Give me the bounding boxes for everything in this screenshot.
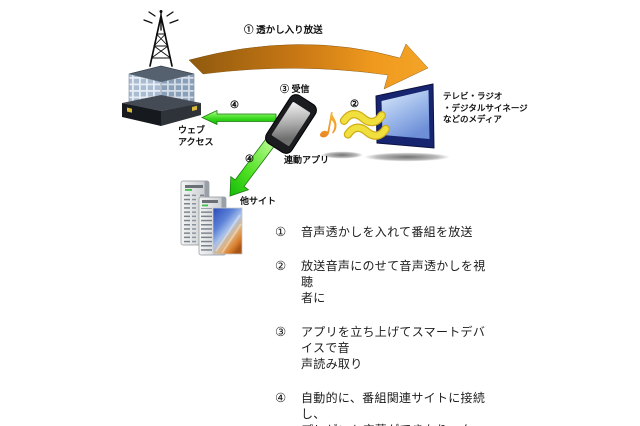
sound-waves-icon [339, 109, 390, 140]
step-number: ② [275, 259, 287, 273]
label-linked-app: 連動アプリ [284, 155, 330, 165]
antenna-icon [143, 10, 179, 67]
step-text: 自動的に、番組関連サイトに接続し、 プレゼント応募ができたり、クーポンを取 得し… [301, 391, 486, 426]
green-arrow-web-access [201, 109, 277, 126]
label-step4-marker-app: ④ [245, 154, 254, 165]
list-item: ③ アプリを立ち上げてスマートデバイスで音 声読み取り [275, 324, 487, 372]
smartphone-icon [265, 94, 317, 154]
label-watermarked-broadcast: ① 透かし入り放送 [244, 25, 323, 36]
step-text: 放送音声にのせて音声透かしを視聴 者に [301, 259, 486, 305]
label-media-types: テレビ・ラジオ ・デジタルサイネージ などのメディア [443, 91, 528, 124]
step-number: ③ [275, 325, 287, 339]
label-receive: ③ 受信 [280, 84, 310, 94]
list-item: ④ 自動的に、番組関連サイトに接続し、 プレゼント応募ができたり、クーポンを取 … [275, 390, 487, 426]
list-item: ② 放送音声にのせて音声透かしを視聴 者に [275, 258, 487, 306]
step-text: アプリを立ち上げてスマートデバイスで音 声読み取り [301, 325, 486, 371]
label-web-access: ウェブ アクセス [178, 125, 214, 147]
label-step2-marker: ② [350, 99, 359, 110]
step-number: ① [275, 225, 287, 239]
step-number: ④ [275, 391, 287, 405]
broadcast-curved-arrow [188, 43, 429, 90]
label-other-site: 他サイト [240, 196, 277, 206]
server-building-icon [180, 180, 243, 256]
shadow-under-note [321, 151, 363, 159]
tv-icon [375, 83, 435, 149]
steps-list: ① 音声透かしを入れて番組を放送 ② 放送音声にのせて音声透かしを視聴 者に ③… [275, 224, 487, 426]
step-text: 音声透かしを入れて番組を放送 [301, 225, 473, 239]
website-photo-panel [212, 207, 243, 255]
green-arrow-other-site [229, 136, 277, 197]
shadow-under-tv [364, 152, 450, 162]
list-item: ① 音声透かしを入れて番組を放送 [275, 224, 487, 240]
label-step4-marker-web: ④ [230, 100, 239, 111]
broadcast-building-icon [122, 65, 201, 126]
